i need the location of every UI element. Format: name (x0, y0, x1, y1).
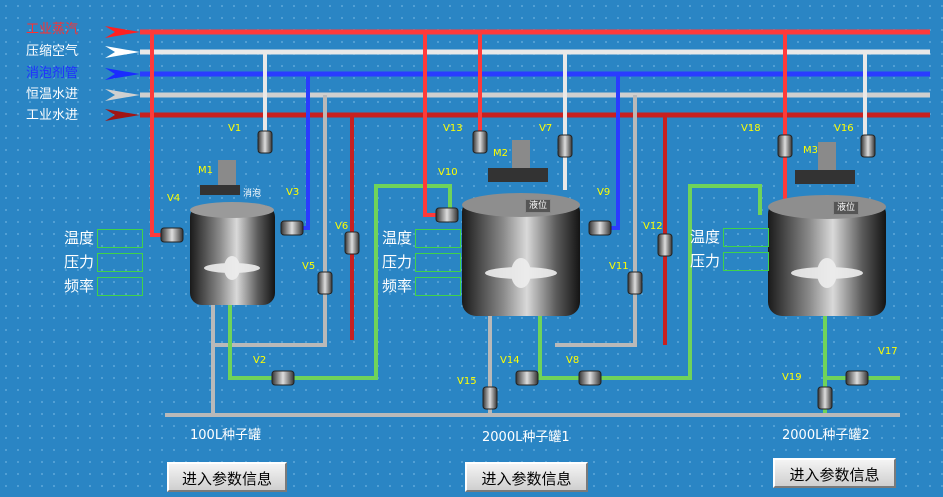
tank2-vessel (462, 140, 580, 316)
valve-label-v16: V16 (834, 123, 854, 134)
tank3-temp-label: 温度 (690, 228, 721, 246)
tank1-freq-value (97, 277, 143, 296)
tank2-freq-value (415, 277, 461, 296)
tank1-vessel (190, 160, 275, 305)
tank1-freq-label: 频率 (64, 277, 95, 295)
tank2-level-label: 液位 (525, 199, 552, 213)
valve-label-v7: V7 (539, 123, 553, 134)
tank1-temp-value (97, 229, 143, 248)
valve-label-v12: V12 (643, 221, 663, 232)
line-label-air: 压缩空气 (26, 44, 79, 59)
tank2-pressure-value (415, 253, 461, 272)
line-label-defoamer: 消泡剂管 (26, 66, 79, 81)
valve-v11[interactable] (627, 271, 643, 295)
valve-v19[interactable] (817, 386, 833, 410)
valve-v9[interactable] (588, 220, 612, 236)
valve-label-v5: V5 (302, 261, 316, 272)
valve-label-v17: V17 (878, 346, 898, 357)
tank3-level-label: 液位 (833, 201, 860, 215)
valve-v3[interactable] (280, 220, 304, 236)
valve-label-v2: V2 (253, 355, 267, 366)
tank1-name: 100L种子罐 (190, 428, 262, 443)
tank3-pressure-value (723, 252, 769, 271)
valve-label-v10: V10 (438, 167, 458, 178)
valve-v7[interactable] (557, 134, 573, 158)
valve-v13[interactable] (472, 130, 488, 154)
valve-v18[interactable] (777, 134, 793, 158)
tank1-params-button[interactable]: 进入参数信息 (167, 462, 287, 492)
tank2-temp-label: 温度 (382, 229, 413, 247)
supply-arrows (105, 26, 140, 121)
tank3-params-button[interactable]: 进入参数信息 (773, 458, 896, 488)
defoam-label: 消泡 (243, 189, 262, 199)
tank1-pressure-label: 压力 (64, 253, 95, 271)
motor-label-m3: M3 (803, 145, 818, 156)
valve-v12[interactable] (657, 233, 673, 257)
valve-v16[interactable] (860, 134, 876, 158)
line-label-steam: 工业蒸汽 (26, 22, 79, 37)
valve-v8[interactable] (578, 370, 602, 386)
valve-label-v19: V19 (782, 372, 802, 383)
supply-pipes (140, 29, 930, 118)
valve-label-v1: V1 (228, 123, 242, 134)
tank1-pressure-value (97, 253, 143, 272)
motor-label-m1: M1 (198, 165, 213, 176)
tank2-params-button[interactable]: 进入参数信息 (465, 462, 588, 492)
valve-label-v11: V11 (609, 261, 629, 272)
valve-v4[interactable] (160, 227, 184, 243)
valve-label-v15: V15 (457, 376, 477, 387)
line-label-constant-water: 恒温水进 (26, 87, 79, 102)
tank2-name: 2000L种子罐1 (482, 430, 570, 445)
valve-v5[interactable] (317, 271, 333, 295)
valve-v1[interactable] (257, 130, 273, 154)
valve-label-v8: V8 (566, 355, 580, 366)
valve-v2[interactable] (271, 370, 295, 386)
valve-v10[interactable] (435, 207, 459, 223)
valve-v17[interactable] (845, 370, 869, 386)
valve-label-v4: V4 (167, 193, 181, 204)
valve-v6[interactable] (344, 231, 360, 255)
valve-label-v6: V6 (335, 221, 349, 232)
valve-label-v13: V13 (443, 123, 463, 134)
motor-label-m2: M2 (493, 148, 508, 159)
tank3-pressure-label: 压力 (690, 252, 721, 270)
tank1-temp-label: 温度 (64, 229, 95, 247)
tank3-name: 2000L种子罐2 (782, 428, 870, 443)
tank2-pressure-label: 压力 (382, 253, 413, 271)
valve-v14[interactable] (515, 370, 539, 386)
tank2-temp-value (415, 229, 461, 248)
valve-label-v3: V3 (286, 187, 300, 198)
line-label-industrial-water: 工业水进 (26, 108, 79, 123)
valve-v15[interactable] (482, 386, 498, 410)
valve-label-v9: V9 (597, 187, 611, 198)
valve-label-v14: V14 (500, 355, 520, 366)
tank3-temp-value (723, 228, 769, 247)
tank2-freq-label: 频率 (382, 277, 413, 295)
valve-label-v18: V18 (741, 123, 761, 134)
